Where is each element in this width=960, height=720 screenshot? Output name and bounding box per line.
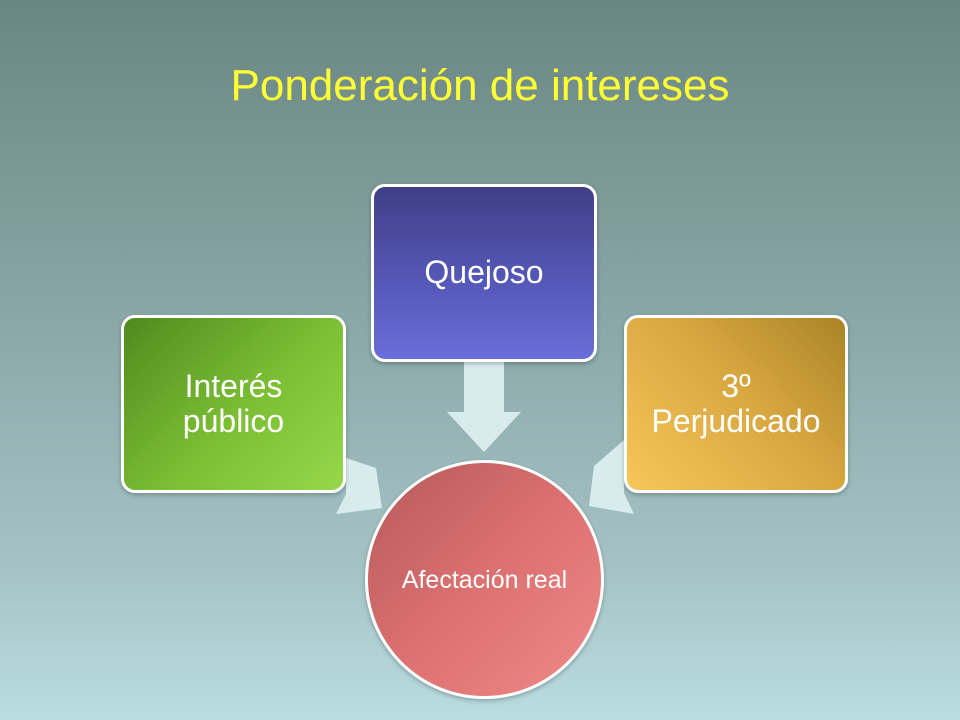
node-interes-publico: Interés público xyxy=(121,315,346,493)
arrow-top-to-center xyxy=(447,362,521,452)
node-label: Interés público xyxy=(182,367,285,439)
node-afectacion-real: Afectación real xyxy=(365,460,604,699)
node-tercero-perjudicado: 3º Perjudicado xyxy=(624,315,848,493)
slide-title: Ponderación de intereses xyxy=(230,61,730,110)
node-label: Afectación real xyxy=(401,565,568,594)
node-label: Quejoso xyxy=(424,254,544,291)
node-label: 3º Perjudicado xyxy=(651,367,821,439)
arrow-left-to-center xyxy=(336,458,382,514)
arrow-right-to-center xyxy=(589,440,634,514)
node-quejoso: Quejoso xyxy=(371,184,597,362)
